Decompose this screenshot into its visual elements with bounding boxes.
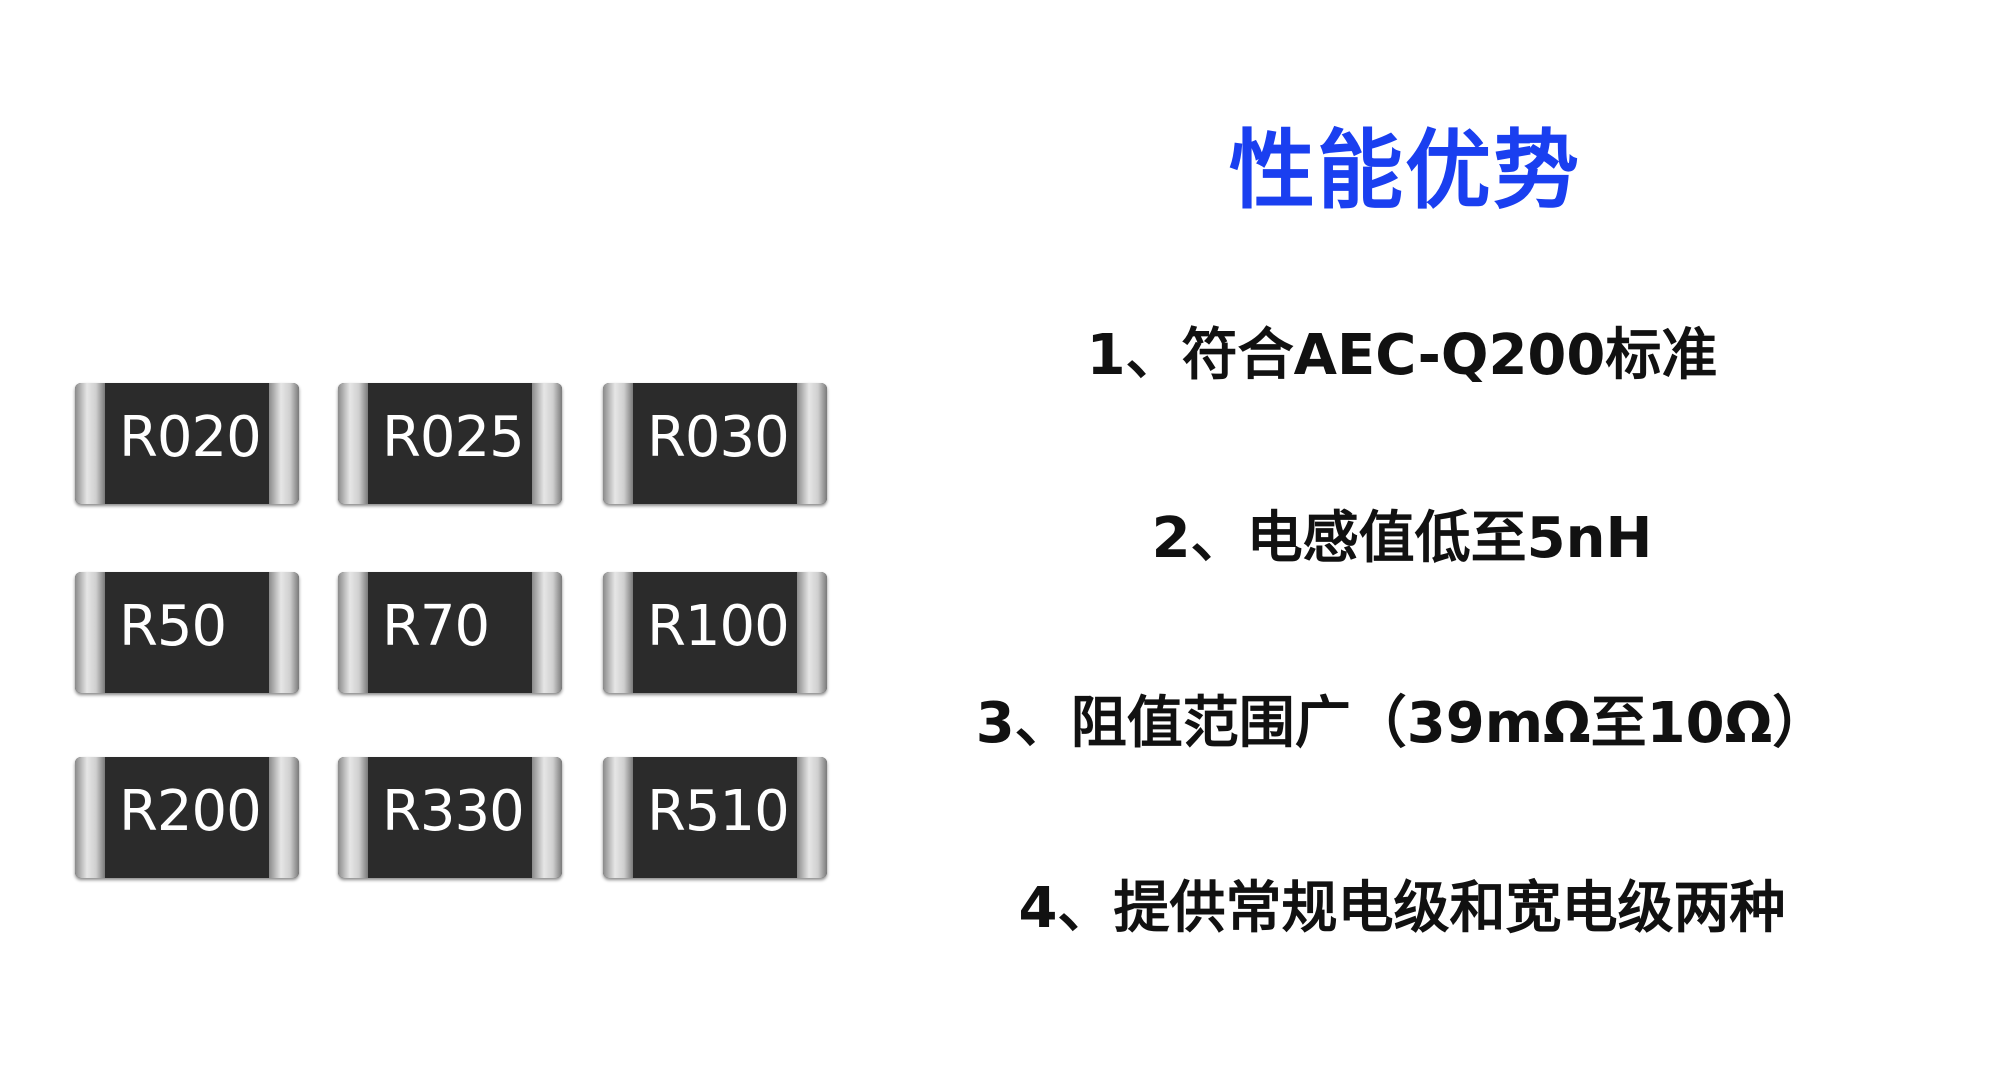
page-title: 性能优势 (1229, 121, 1581, 221)
resistor-chip: R70 (338, 572, 562, 693)
resistor-chip: R200 (75, 757, 299, 878)
chip-terminal (532, 383, 562, 504)
chip-marking: R50 (119, 594, 227, 659)
chip-terminal (75, 383, 105, 504)
resistor-chip: R100 (603, 572, 827, 693)
resistor-chip: R025 (338, 383, 562, 504)
feature-point-3: 3、阻值范围广（39mΩ至10Ω） (975, 691, 1829, 756)
resistor-chip: R50 (75, 572, 299, 693)
feature-point-2: 2、电感值低至5nH (1151, 506, 1653, 571)
chip-marking: R030 (647, 405, 790, 470)
chip-marking: R025 (382, 405, 525, 470)
chip-terminal (532, 757, 562, 878)
feature-point-1: 1、符合AEC-Q200标准 (1086, 323, 1718, 388)
chip-terminal (269, 572, 299, 693)
resistor-chip: R030 (603, 383, 827, 504)
feature-point-4: 4、提供常规电级和宽电级两种 (1018, 876, 1786, 941)
chip-terminal (269, 757, 299, 878)
chip-terminal (797, 383, 827, 504)
chip-terminal (269, 383, 299, 504)
chip-terminal (532, 572, 562, 693)
chip-terminal (603, 572, 633, 693)
resistor-chip: R510 (603, 757, 827, 878)
chip-terminal (338, 383, 368, 504)
chip-marking: R510 (647, 779, 790, 844)
chip-marking: R70 (382, 594, 490, 659)
chip-marking: R200 (119, 779, 262, 844)
chip-terminal (338, 757, 368, 878)
chip-terminal (603, 757, 633, 878)
chip-terminal (75, 572, 105, 693)
resistor-chip: R330 (338, 757, 562, 878)
chip-terminal (75, 757, 105, 878)
chip-terminal (338, 572, 368, 693)
chip-marking: R330 (382, 779, 525, 844)
resistor-chip: R020 (75, 383, 299, 504)
chip-marking: R100 (647, 594, 790, 659)
chip-marking: R020 (119, 405, 262, 470)
chip-terminal (797, 757, 827, 878)
chip-terminal (797, 572, 827, 693)
chip-terminal (603, 383, 633, 504)
